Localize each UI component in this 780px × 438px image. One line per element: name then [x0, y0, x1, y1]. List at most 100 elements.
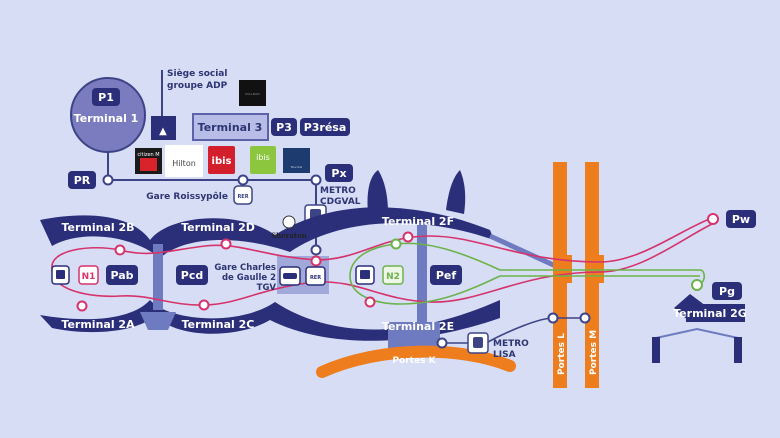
- p3resa-badge[interactable]: [300, 118, 350, 136]
- gare-cdg2-line1: Gare Charles: [214, 263, 276, 273]
- siege-social-label: Siège social: [167, 68, 227, 79]
- px-badge[interactable]: [325, 164, 353, 182]
- bus-glyph-n2: [360, 270, 370, 279]
- hilton-label: Hilton: [172, 159, 196, 168]
- metro-lisa-line2: LISA: [493, 350, 516, 360]
- station-pw: [707, 213, 719, 225]
- connector-2f-l: [488, 233, 562, 271]
- station-tgv: [310, 255, 322, 267]
- terminal-2d-label[interactable]: Terminal 2D: [181, 221, 255, 234]
- sheraton-icon: [282, 215, 296, 229]
- station-pg: [691, 279, 703, 291]
- groupe-adp-label: groupe ADP: [167, 81, 228, 91]
- portes-k-pier[interactable]: [316, 345, 516, 378]
- tgv-glyph: [283, 273, 297, 279]
- n2-badge[interactable]: [382, 265, 404, 285]
- bus-glyph-n1: [56, 270, 65, 279]
- p3resa-label: P3résa: [304, 121, 347, 134]
- portes-k-label: Portes K: [392, 356, 436, 366]
- metro-cdgval-line2: CDGVAL: [320, 197, 361, 207]
- portes-m-label: Portes M: [589, 330, 599, 375]
- pcd-badge[interactable]: [176, 265, 208, 285]
- terminal-2a-label[interactable]: Terminal 2A: [61, 318, 135, 331]
- terminal-2g-box[interactable]: [686, 304, 745, 322]
- lisa-l-node: [547, 312, 559, 324]
- station-cdgval-junction: [310, 244, 322, 256]
- roissypole-node: [237, 174, 249, 186]
- terminal-2g-left-pier: [652, 337, 660, 363]
- station-2c: [198, 299, 210, 311]
- rer-roissypole-text: RER: [237, 194, 248, 200]
- gare-cdg2-line3: TGV: [257, 283, 277, 293]
- pr-label: PR: [74, 174, 91, 187]
- connector-2a-2c: [140, 312, 176, 330]
- pg-badge[interactable]: [712, 282, 742, 300]
- terminal-2-bottom-band: [40, 300, 500, 341]
- px-label: Px: [331, 167, 346, 180]
- rer-roissypole-icon: [233, 185, 253, 205]
- pef-label: Pef: [436, 269, 457, 282]
- station-2e: [364, 296, 376, 308]
- terminal-2g-link: [655, 327, 739, 339]
- terminal-1[interactable]: P1 Terminal 1: [70, 77, 146, 153]
- adp-hq-logo: [151, 116, 176, 140]
- ibis-styles-logo: [250, 146, 276, 174]
- pw-label: Pw: [732, 213, 750, 226]
- lisa-2e-node: [436, 337, 448, 349]
- connector-ab-cd: [153, 244, 163, 310]
- gare-roissypole-label: Gare Roissypôle: [146, 191, 228, 202]
- terminal-3-box[interactable]: [192, 113, 269, 141]
- terminal-2e-label[interactable]: Terminal 2E: [382, 320, 454, 333]
- terminal-2f-right-pier: [446, 170, 466, 214]
- pg-label: Pg: [719, 285, 735, 298]
- terminal-2f-label[interactable]: Terminal 2F: [382, 215, 454, 228]
- pab-badge[interactable]: [106, 265, 138, 285]
- lisa-m-node: [579, 312, 591, 324]
- terminal-2c-label[interactable]: Terminal 2C: [182, 318, 255, 331]
- station-2a: [76, 300, 88, 312]
- px-node: [310, 174, 322, 186]
- p3-label: P3: [276, 121, 292, 134]
- cdgval-line: [51, 217, 713, 306]
- pw-badge[interactable]: [726, 210, 756, 228]
- station-2d: [220, 238, 232, 250]
- pef-badge[interactable]: [430, 265, 462, 285]
- hilton-logo: [165, 145, 203, 177]
- station-2b: [114, 244, 126, 256]
- station-2f: [402, 231, 414, 243]
- pr-badge[interactable]: [68, 171, 96, 189]
- p1-badge[interactable]: [92, 88, 120, 106]
- n1-badge[interactable]: [78, 265, 99, 285]
- rer-cdg2-text: RER: [310, 275, 321, 281]
- terminal-2b-label[interactable]: Terminal 2B: [61, 221, 134, 234]
- ibis-logo: [208, 146, 235, 174]
- metro-lisa-line1: METRO: [493, 339, 529, 349]
- ibis-styles-label: ibis: [256, 153, 270, 162]
- terminal-2g-label: Terminal 2G: [673, 307, 747, 320]
- ibis-label: ibis: [212, 156, 232, 167]
- terminal-2f-left-pier: [367, 170, 388, 214]
- terminal-3-label: Terminal 3: [198, 121, 263, 134]
- shuttle-n2-line: [349, 242, 700, 305]
- sheraton-label: Sheraton: [271, 231, 307, 240]
- lisa-train-glyph: [473, 337, 483, 348]
- pullman-label: PULLMAN: [245, 92, 259, 96]
- p3-badge[interactable]: [271, 118, 297, 136]
- n2-label: N2: [386, 272, 400, 282]
- station-2f-n2: [390, 238, 402, 250]
- terminal-1-circle: [70, 77, 146, 153]
- n1-label: N1: [82, 272, 96, 282]
- eiffel-icon: ▲: [159, 126, 167, 137]
- pr-node: [102, 174, 114, 186]
- pcd-label: Pcd: [181, 269, 203, 282]
- pab-label: Pab: [110, 269, 133, 282]
- portes-l-label: Portes L: [557, 333, 567, 375]
- citizenm-label: citizen M: [137, 152, 159, 158]
- hotel-logos: citizen M Hilton ibis ibis Novotel: [135, 145, 310, 177]
- portes-m-pier[interactable]: [585, 162, 604, 388]
- gare-cdg2-line2: de Gaulle 2: [222, 273, 276, 283]
- connector-ef: [417, 222, 427, 324]
- terminal-1-label: Terminal 1: [74, 112, 139, 125]
- terminal-2g-right-pier: [734, 337, 742, 363]
